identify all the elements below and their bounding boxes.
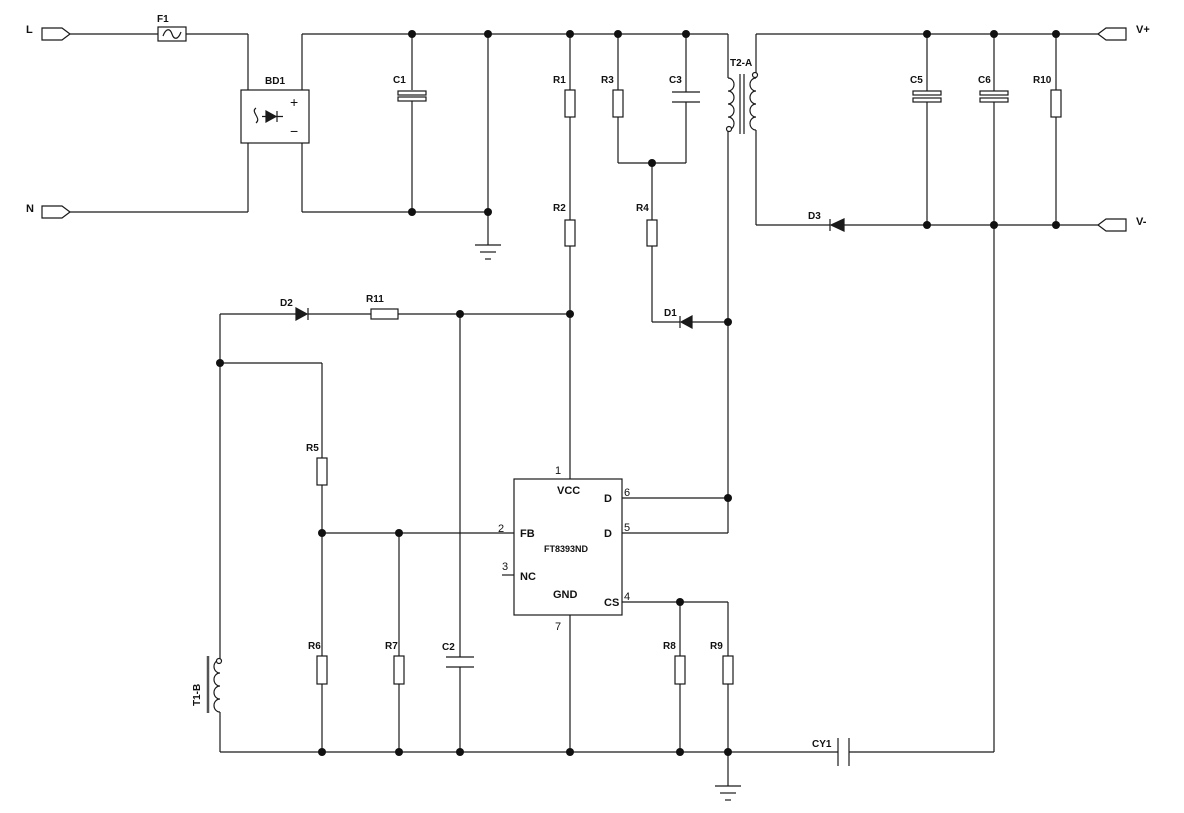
ic-pin2-label: FB [520, 528, 535, 540]
capacitor-c1-label: C1 [393, 75, 406, 86]
port-line-label: L [26, 24, 33, 36]
diode-d2: D2 [280, 298, 309, 322]
resistor-r9: R9 [710, 641, 734, 685]
resistor-r8-label: R8 [663, 641, 676, 652]
resistor-r5-label: R5 [306, 443, 319, 454]
port-neutral: N [26, 203, 71, 219]
diode-d3-label: D3 [808, 211, 821, 222]
bridge-bd1-label: BD1 [265, 76, 285, 87]
port-vminus: V- [1097, 216, 1147, 232]
ic-pin5-label: D [604, 528, 612, 540]
resistor-r3-label: R3 [601, 75, 614, 86]
resistor-r4-label: R4 [636, 203, 649, 214]
ic-pin3-number: 3 [502, 561, 508, 573]
diode-d1-label: D1 [664, 308, 677, 319]
capacitor-c2-label: C2 [442, 642, 455, 653]
resistor-r7: R7 [385, 641, 405, 685]
resistor-r6-label: R6 [308, 641, 321, 652]
capacitor-cy1: CY1 [812, 738, 850, 766]
junctions [216, 30, 1060, 756]
ic-pin6-label: D [604, 493, 612, 505]
resistor-r2: R2 [553, 203, 576, 247]
resistor-r6: R6 [308, 641, 328, 685]
fuse-f1-label: F1 [157, 14, 169, 25]
resistor-r4: R4 [636, 203, 658, 247]
capacitor-c3: C3 [669, 75, 700, 103]
diode-d2-label: D2 [280, 298, 293, 309]
resistor-r8: R8 [663, 641, 686, 685]
fuse-f1: F1 [157, 14, 187, 42]
ic-pin2-number: 2 [498, 523, 504, 535]
port-line: L [26, 24, 71, 41]
resistor-r5: R5 [306, 443, 328, 486]
bridge-minus-symbol: − [290, 123, 298, 139]
resistor-r10-label: R10 [1033, 75, 1052, 86]
ic-ft8393nd: VCC FB NC CS D D GND FT8393ND 1 2 3 4 5 … [498, 465, 630, 633]
diode-d1: D1 [664, 308, 693, 330]
resistor-r7-label: R7 [385, 641, 398, 652]
transformer-t2a-label: T2-A [730, 58, 752, 69]
ic-pin4-number: 4 [624, 591, 630, 603]
resistor-r1-label: R1 [553, 75, 566, 86]
capacitor-c3-label: C3 [669, 75, 682, 86]
capacitor-c5-label: C5 [910, 75, 923, 86]
resistor-r3: R3 [601, 75, 624, 118]
port-vminus-label: V- [1136, 216, 1147, 228]
transformer-t1b-label: T1-B [192, 684, 203, 706]
resistor-r11: R11 [366, 294, 399, 320]
capacitor-c2: C2 [442, 642, 474, 668]
ic-pin6-number: 6 [624, 487, 630, 499]
ic-pin7-number: 7 [555, 621, 561, 633]
ic-pin1-label: VCC [557, 485, 580, 497]
resistor-r11-label: R11 [366, 294, 384, 305]
resistor-r2-label: R2 [553, 203, 566, 214]
ic-part-name: FT8393ND [544, 544, 589, 554]
ic-pin5-number: 5 [624, 522, 630, 534]
port-vplus-label: V+ [1136, 24, 1150, 36]
capacitor-cy1-label: CY1 [812, 739, 832, 750]
resistor-r10: R10 [1033, 75, 1062, 118]
diode-d3: D3 [808, 211, 845, 232]
transformer-t1b: T1-B [192, 656, 223, 713]
wires [70, 33, 1098, 786]
ground-symbol-top [475, 244, 501, 260]
ic-pin3-label: NC [520, 571, 536, 583]
ic-pin4-label: CS [604, 597, 619, 609]
port-vplus: V+ [1097, 24, 1150, 41]
capacitor-c6-label: C6 [978, 75, 991, 86]
ground-symbol-bottom [715, 785, 741, 801]
bridge-plus-symbol: + [290, 94, 298, 110]
port-neutral-label: N [26, 203, 34, 215]
capacitor-c6: C6 [978, 75, 1009, 103]
capacitor-c5: C5 [910, 75, 942, 103]
resistor-r1: R1 [553, 75, 576, 118]
resistor-r9-label: R9 [710, 641, 723, 652]
ic-pin1-number: 1 [555, 465, 561, 477]
capacitor-c1: C1 [393, 75, 427, 102]
ic-pin7-label: GND [553, 589, 578, 601]
bridge-rectifier-bd1: + − BD1 [240, 76, 310, 144]
transformer-t2a: T2-A [725, 58, 759, 134]
